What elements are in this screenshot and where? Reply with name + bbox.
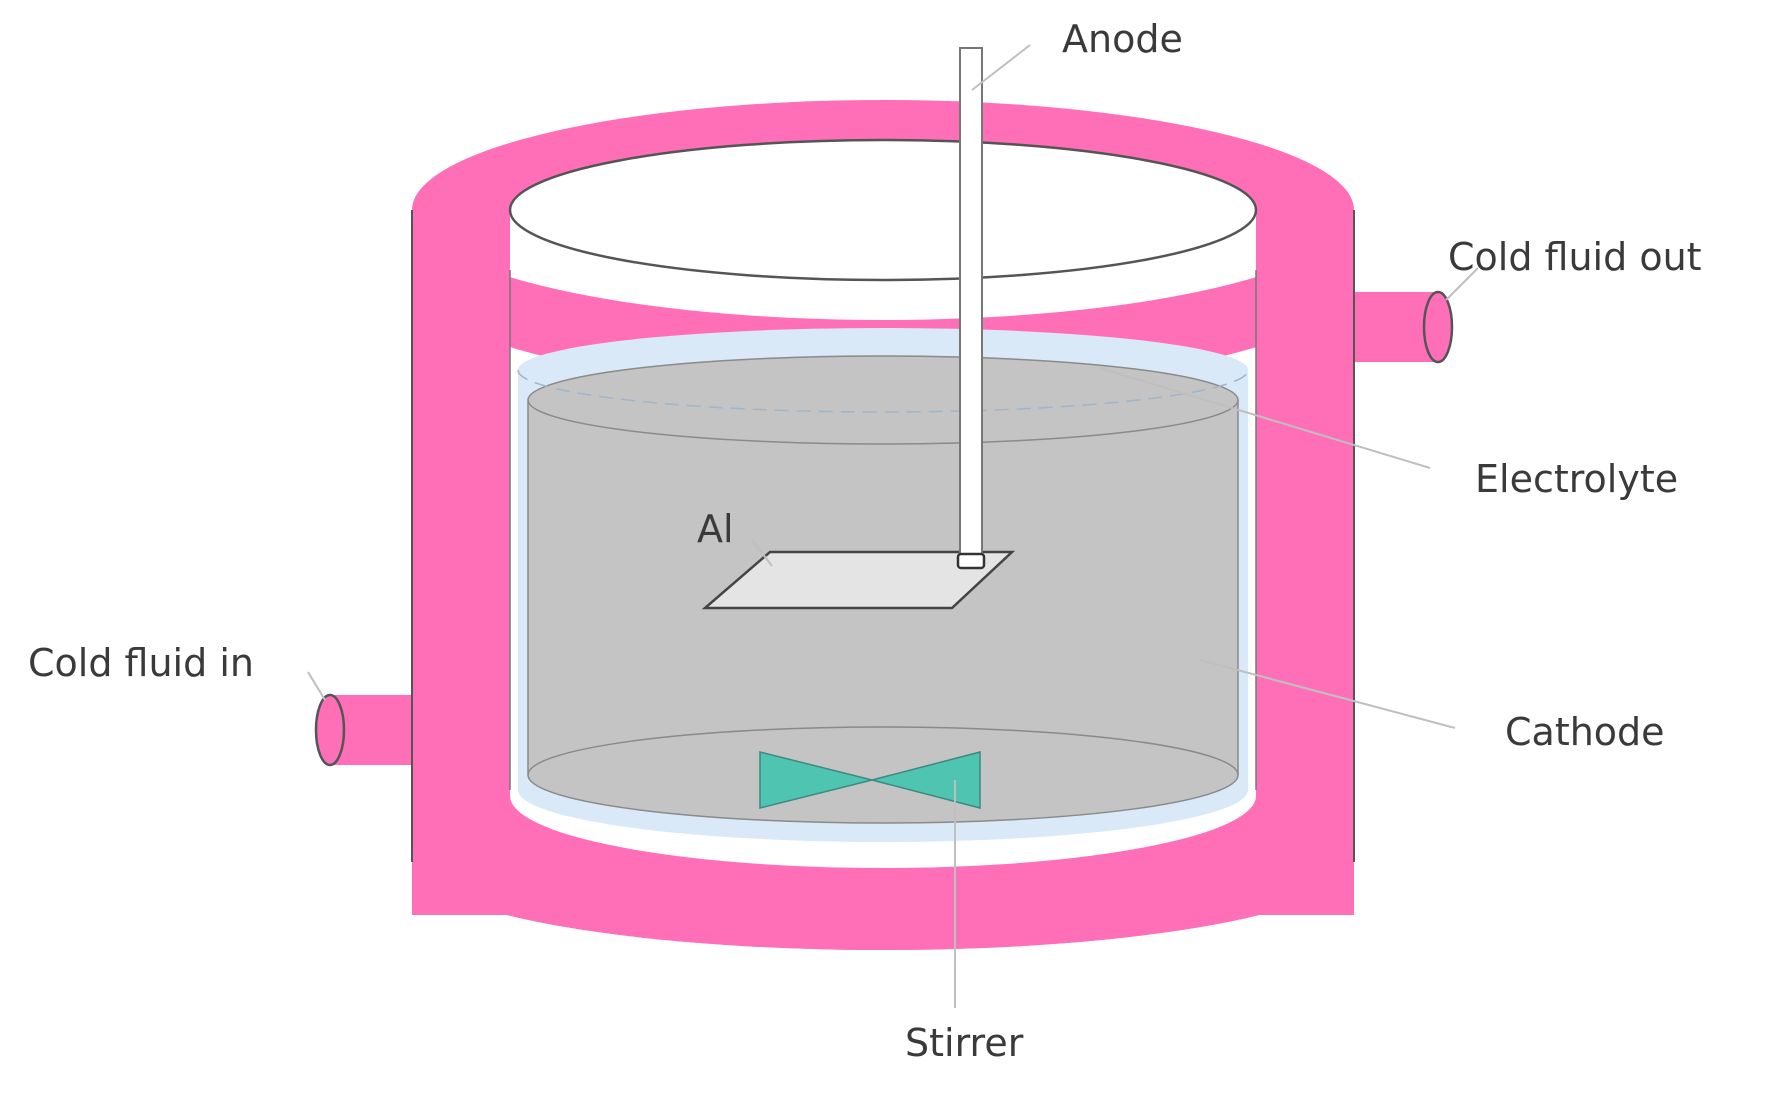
cold-fluid-out-label: Cold fluid out — [1448, 235, 1702, 279]
stirrer-icon — [759, 751, 981, 809]
electrolyte-surface-front-edge — [517, 369, 1249, 413]
jacket-outlines — [411, 210, 1355, 862]
cathode-leader — [1199, 659, 1456, 729]
cold-fluid-out-leader — [1445, 267, 1479, 301]
anode-rod-body — [959, 47, 983, 563]
cold-fluid-in-leader — [307, 671, 326, 701]
jacket-top-opening — [510, 140, 1256, 280]
labels: Anode Cold fluid out Electrolyte Al Cold… — [28, 17, 1702, 1065]
jacket-top-opening-outline — [508, 138, 1258, 282]
cold-fluid-out-pipe — [1354, 290, 1454, 364]
anode-rod-tip — [956, 552, 986, 570]
leader-lines — [307, 44, 1479, 1008]
cathode-body — [528, 400, 1238, 823]
cold-fluid-in-label: Cold fluid in — [28, 641, 254, 685]
inlet-pipe-end — [314, 693, 346, 767]
cathode-top-edge — [528, 356, 1238, 444]
cathode-cylinder — [527, 355, 1239, 824]
anode-leader — [971, 44, 1031, 91]
stirrer-blade-left — [759, 751, 873, 809]
anode-label: Anode — [1062, 17, 1183, 61]
al-label: Al — [697, 507, 734, 551]
anode-rod — [956, 47, 986, 570]
stirrer-label: Stirrer — [905, 1021, 1024, 1065]
stirrer-blade-right — [869, 751, 981, 809]
cathode-label: Cathode — [1505, 710, 1665, 754]
outlet-pipe-end — [1422, 290, 1454, 364]
cold-fluid-in-pipe — [314, 693, 412, 767]
al-leader — [751, 539, 773, 567]
al-plate — [701, 550, 1016, 610]
electrolyte-leader — [1099, 367, 1431, 469]
electrolyte-label: Electrolyte — [1475, 457, 1678, 501]
jacket-bottom-lip — [412, 830, 1354, 950]
jacket-bottom-floor — [412, 790, 1354, 920]
